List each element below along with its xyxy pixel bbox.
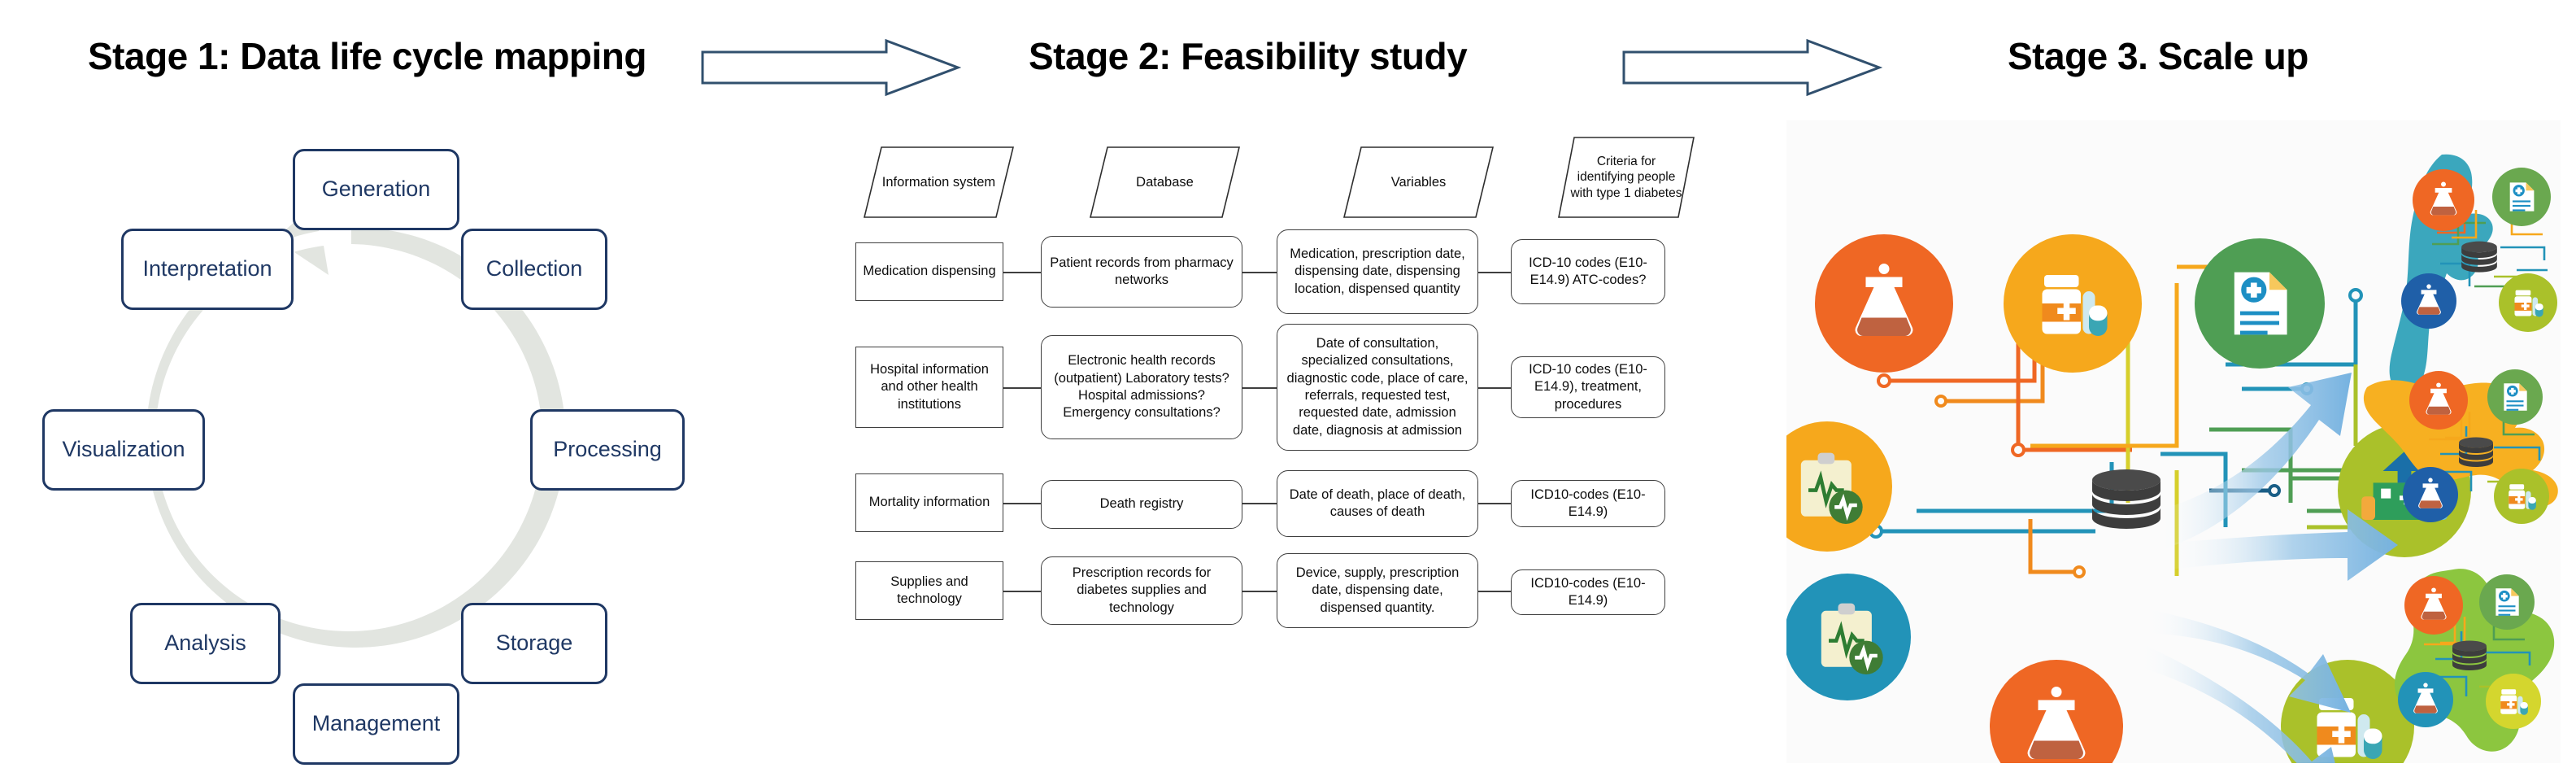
row-connector [1478,591,1511,592]
arrow-stage2-to-stage3 [1622,39,1882,96]
scale-arrow-4 [2136,641,2335,763]
hub-icon-pill-bottle-yellow [2004,234,2142,373]
parallelogram-shape [864,146,1014,218]
cycle-label: Generation [321,177,431,202]
table-row[interactable]: Device, supply, prescription date, dispe… [1277,553,1478,628]
scale-up-arrows [2136,373,2398,763]
column-header-label: Information system [881,174,996,190]
cell-text: Date of consultation, specialized consul… [1286,335,1469,438]
cycle-label: Analysis [164,630,246,656]
table-row[interactable]: Date of death, place of death, causes of… [1277,470,1478,537]
map-argentina [2389,154,2557,394]
arrow-stage1-to-stage2 [701,39,961,96]
stage-2-title: Stage 2: Feasibility study [1029,35,1468,77]
cycle-box-collection[interactable]: Collection [461,229,607,310]
cycle-box-processing[interactable]: Processing [530,409,685,491]
table-row[interactable]: Patient records from pharmacy networks [1041,236,1242,308]
cell-text: Supplies and technology [890,574,968,606]
table-row[interactable]: Date of consultation, specialized consul… [1277,324,1478,451]
row-connector [1003,387,1041,389]
cycle-label: Processing [553,437,662,462]
hub-icon-clipboard-yellow [1786,421,1892,552]
cell-text: Medication, prescription date, dispensin… [1290,246,1465,296]
parallelogram-shape [1558,137,1695,218]
stage-3-title: Stage 3. Scale up [2008,35,2308,77]
row-connector [1242,272,1277,273]
cell-text: Date of death, place of death, causes of… [1289,486,1466,519]
row-connector [1478,272,1511,273]
table-row[interactable]: Death registry [1041,480,1242,529]
stage-1-panel: Generation Collection Processing Storage… [18,120,693,765]
stage-1-title: Stage 1: Data life cycle mapping [88,35,647,77]
cell-text: Medication dispensing [863,264,996,279]
row-connector [1003,503,1041,504]
cycle-box-storage[interactable]: Storage [461,603,607,684]
cell-text: Hospital information and other health in… [870,361,989,412]
row-connector [1242,387,1277,389]
column-header-database: Database [1090,146,1240,218]
row-connector [1242,591,1277,592]
table-row[interactable]: Supplies and technology [855,561,1003,620]
table-row[interactable]: Mortality information [855,473,1003,532]
cell-text: Electronic health records (outpatient) L… [1054,353,1229,421]
column-header-variables: Variables [1343,146,1494,218]
hub-icon-flask-orange-2 [1990,660,2123,763]
cycle-box-interpretation[interactable]: Interpretation [121,229,294,310]
column-header-label: Variables [1390,174,1447,190]
stage-2-panel: Information system Database Variables Cr… [846,122,1748,765]
hub-icon-flask-orange [1815,234,1953,373]
column-header-criteria: Criteria for identifying people with typ… [1558,137,1695,218]
table-row[interactable]: ICD10-codes (E10-E14.9) [1511,480,1665,527]
cycle-label: Interpretation [142,256,272,281]
cycle-box-analysis[interactable]: Analysis [130,603,281,684]
hub-icon-clipboard-teal [1786,574,1911,700]
scale-arrow-3 [2144,609,2351,713]
cell-text: Prescription records for diabetes suppli… [1072,565,1212,615]
parallelogram-shape [1343,146,1494,218]
cell-text: Death registry [1099,496,1184,512]
row-connector [1003,591,1041,592]
table-row[interactable]: ICD10-codes (E10-E14.9) [1511,569,1665,615]
life-cycle-ring-arrow [146,194,566,648]
cell-text: Mortality information [868,495,990,510]
cell-text: ICD10-codes (E10-E14.9) [1530,486,1646,519]
table-row[interactable]: Electronic health records (outpatient) L… [1041,335,1242,439]
table-row[interactable]: ICD-10 codes (E10-E14.9), treatment, pro… [1511,356,1665,418]
map-mexico [2363,369,2558,524]
cell-text: ICD-10 codes (E10-E14.9), treatment, pro… [1529,361,1647,412]
table-row[interactable]: ICD-10 codes (E10-E14.9) ATC-codes? [1511,239,1665,304]
row-connector [1478,387,1511,389]
table-row[interactable]: Hospital information and other health in… [855,347,1003,428]
table-row[interactable]: Medication dispensing [855,242,1003,301]
cycle-label: Storage [495,630,573,656]
table-row[interactable]: Medication, prescription date, dispensin… [1277,229,1478,314]
table-row[interactable]: Prescription records for diabetes suppli… [1041,556,1242,625]
cell-text: Patient records from pharmacy networks [1050,255,1234,287]
row-connector [1242,503,1277,504]
column-header-label: Database [1136,174,1194,190]
cycle-box-generation[interactable]: Generation [293,149,459,230]
parallelogram-shape [1090,146,1240,218]
cycle-box-management[interactable]: Management [293,683,459,765]
hub-icon-medical-record-green [2195,238,2325,369]
column-header-information-system: Information system [864,146,1014,218]
row-connector [1478,503,1511,504]
cell-text: Device, supply, prescription date, dispe… [1295,565,1460,615]
column-header-label: Criteria for identifying people with typ… [1570,154,1682,200]
cell-text: ICD-10 codes (E10-E14.9) ATC-codes? [1529,255,1647,287]
row-connector [1003,272,1041,273]
cycle-label: Visualization [62,437,185,462]
stage-3-panel [1786,120,2561,763]
scale-arrow-1 [2156,373,2352,550]
map-colombia [2394,569,2555,752]
cycle-label: Management [311,711,441,736]
cycle-box-visualization[interactable]: Visualization [42,409,205,491]
database-cylinder-icon [2092,469,2160,529]
scale-arrow-2 [2165,509,2398,581]
cell-text: ICD10-codes (E10-E14.9) [1530,575,1646,608]
cycle-label: Collection [485,256,583,281]
